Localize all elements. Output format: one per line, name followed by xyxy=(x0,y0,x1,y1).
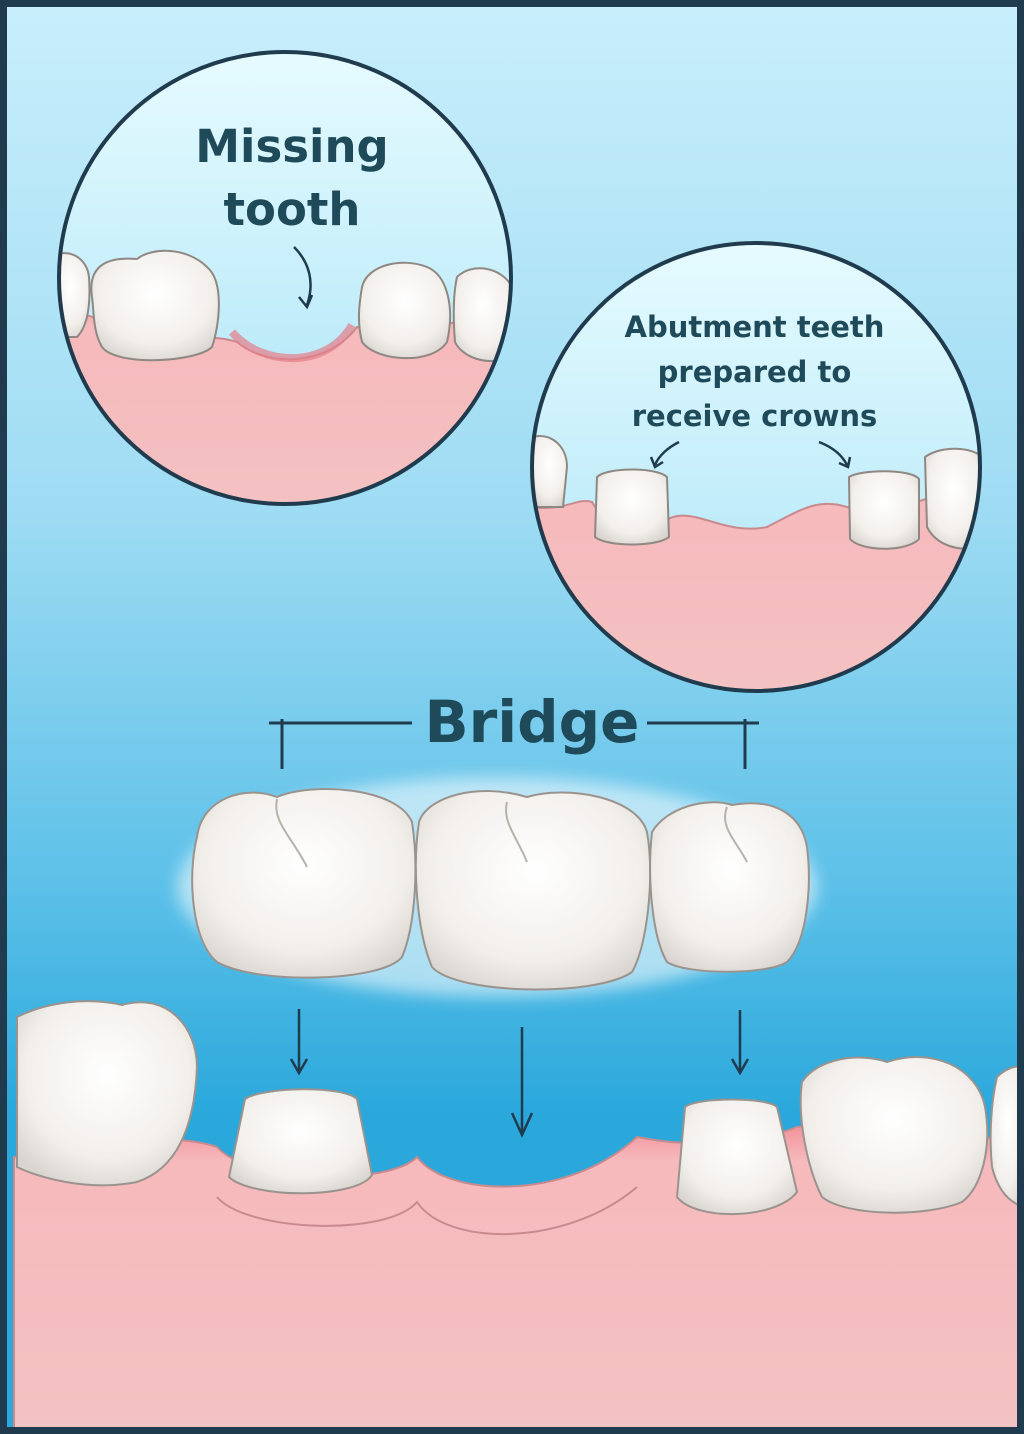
abutment-panel xyxy=(530,241,982,693)
crown-right xyxy=(649,801,810,973)
abutment-arrow-right xyxy=(818,440,849,466)
missing-arrow xyxy=(293,246,312,306)
tooth-edge-right xyxy=(923,447,980,550)
abutment-teeth-label: Abutment teeth prepared to receive crown… xyxy=(624,310,885,433)
bridge-bracket xyxy=(269,719,759,769)
premolar-right xyxy=(358,261,451,360)
missing-tooth-label: Missing tooth xyxy=(195,120,389,236)
tooth-far-right xyxy=(452,267,511,362)
gum-socket xyxy=(228,322,356,363)
abutment-right xyxy=(675,1098,799,1216)
tooth-far-right xyxy=(989,1065,1017,1206)
crown-left xyxy=(191,788,417,979)
abutment-left xyxy=(593,468,671,546)
molar-left xyxy=(16,1000,199,1187)
molar-left xyxy=(90,249,220,362)
dental-bridge-diagram xyxy=(13,50,1017,1427)
abutment-right xyxy=(847,470,920,550)
abutment-left xyxy=(227,1088,374,1195)
placement-arrows xyxy=(289,1009,750,1139)
bridge-label: Bridge xyxy=(424,688,640,756)
tooth-edge-left xyxy=(532,435,569,508)
premolar-right xyxy=(799,1056,989,1214)
lower-jaw xyxy=(13,1000,1017,1427)
crown-middle xyxy=(414,790,652,991)
abutment-arrow-left xyxy=(653,440,680,466)
missing-tooth-panel xyxy=(57,50,513,506)
bridge-crowns xyxy=(177,777,817,997)
gum-line xyxy=(216,1186,638,1236)
